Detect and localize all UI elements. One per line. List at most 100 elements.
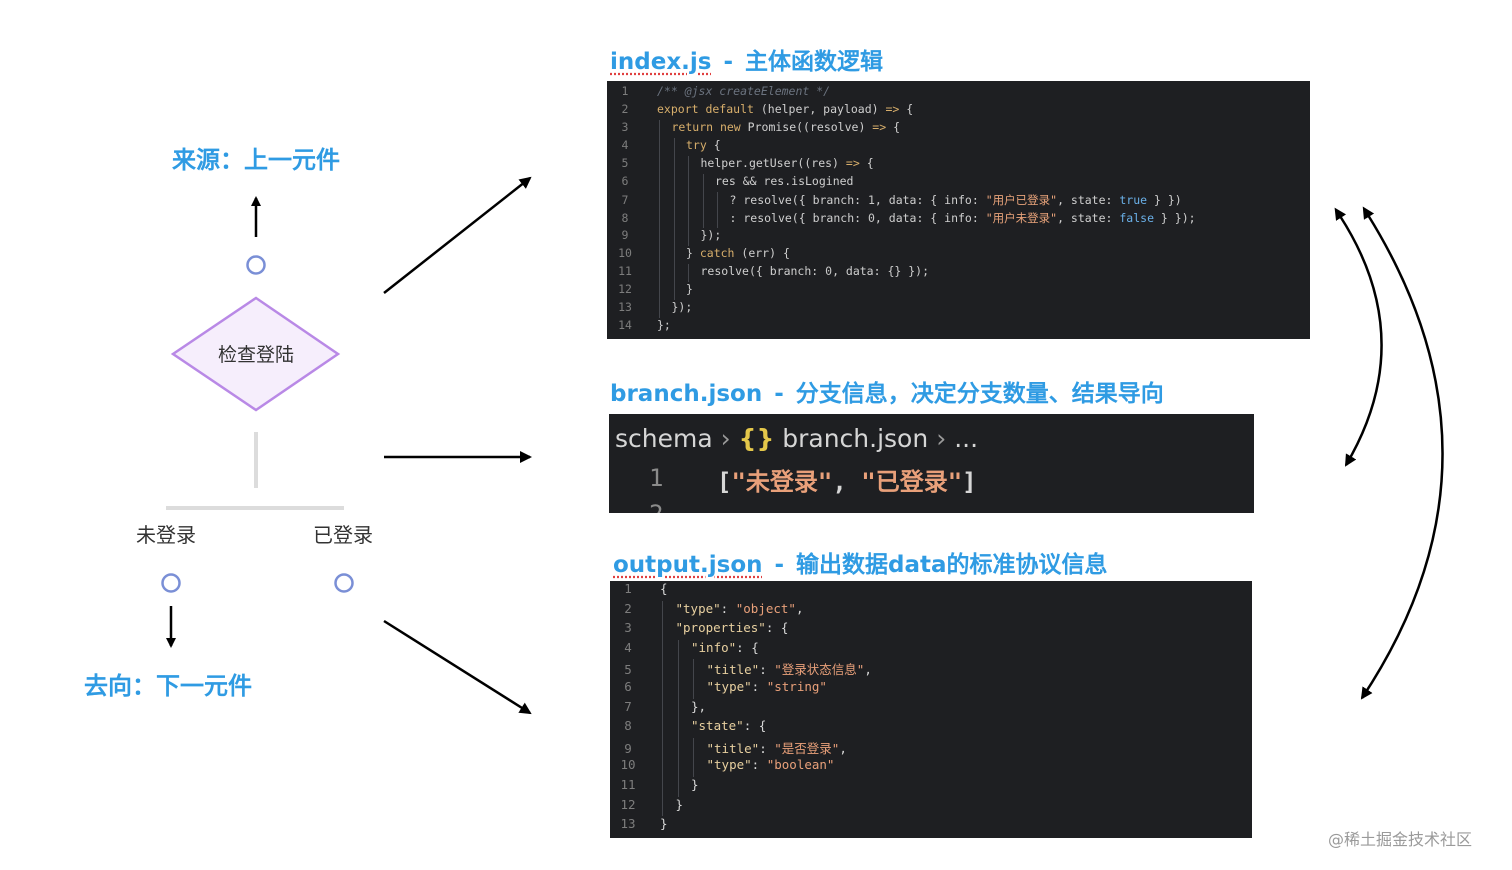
branch-title-separator: - [774, 381, 784, 407]
code-token: => [845, 156, 860, 170]
code-token: } [660, 816, 668, 832]
breadcrumb-more[interactable]: ... [954, 424, 979, 453]
code-token: , state: [1057, 193, 1120, 207]
code-token: , data: { info: [874, 211, 986, 225]
json-braces-icon: {} [738, 424, 775, 453]
code-line: 7? resolve({ branch: 1, data: { info: "用… [607, 192, 1182, 210]
code-token: }, [691, 698, 707, 714]
code-text: } [643, 282, 693, 296]
code-token: "type" [675, 600, 721, 616]
code-text: resolve({ branch: 0, data: {} }); [643, 264, 930, 278]
indent-guide [702, 174, 704, 228]
top-port-circle [246, 255, 266, 275]
left-branch-port [161, 573, 181, 593]
branch-line-number: 1 [649, 464, 664, 492]
code-token: => [885, 102, 900, 116]
code-token: 0 [867, 211, 875, 225]
indent-guide [717, 192, 718, 228]
branch-title-desc: 分支信息，决定分支数量、结果导向 [795, 381, 1164, 407]
code-text: helper.getUser((res) => { [643, 156, 874, 170]
line-number: 8 [621, 211, 629, 225]
code-token: "type" [706, 679, 752, 694]
code-token: : [720, 600, 736, 616]
code-line: 13}); [607, 300, 692, 318]
code-token: : [751, 757, 767, 773]
code-text: "type": "boolean" [646, 757, 835, 773]
branch-right-label: 已登录 [313, 523, 373, 547]
code-token: : { [743, 718, 767, 734]
code-token: : resolve({ branch: [729, 211, 868, 225]
line-number: 13 [618, 300, 632, 314]
line-number: 5 [624, 662, 632, 678]
code-text: : resolve({ branch: 0, data: { info: "用户… [643, 210, 1196, 226]
breadcrumb: schema›{} branch.json›... [615, 424, 978, 453]
output-panel-title: output.json-输出数据data的标准协议信息 [613, 545, 1108, 579]
code-token: 1 [867, 193, 875, 207]
code-token: (err) { [734, 246, 790, 260]
code-token: } [691, 777, 699, 792]
line-number: 11 [618, 264, 632, 278]
line-number: 12 [620, 796, 636, 812]
line-number: 13 [620, 816, 636, 832]
index-title-separator: - [723, 49, 734, 75]
code-text: } [646, 777, 699, 792]
code-text: "title": "是否登录", [646, 738, 847, 757]
code-token: "info" [691, 639, 737, 655]
line-number: 14 [618, 318, 632, 332]
code-text: "info": { [646, 640, 759, 655]
code-line: 10} catch (err) { [607, 246, 790, 264]
line-number: 1 [621, 84, 629, 98]
line-number: 6 [621, 174, 629, 188]
chevron-right-icon: › [936, 424, 947, 453]
code-line: 8 : resolve({ branch: 0, data: { info: "用… [607, 210, 1196, 228]
code-token: true [1119, 193, 1148, 207]
index-title-desc: 主体函数逻辑 [745, 49, 884, 75]
code-text: { [646, 581, 668, 596]
code-token: : { [736, 639, 759, 655]
chevron-right-icon: › [720, 424, 731, 453]
line-number: 7 [621, 193, 629, 207]
line-number: 10 [618, 246, 632, 260]
code-token: , data: {} }); [832, 264, 929, 278]
code-line: 13} [610, 816, 668, 836]
branch-code-panel: schema›{} branch.json›... 1 ["未登录", "已登录… [609, 414, 1254, 513]
indent-guide [677, 639, 679, 797]
dest-label: 去向：下一元件 [84, 672, 252, 700]
output-title-separator: - [774, 552, 785, 578]
code-token: }; [657, 318, 671, 332]
code-text: "type": "object", [646, 600, 804, 616]
index-file-name: index.js [610, 49, 712, 75]
breadcrumb-schema[interactable]: schema [615, 424, 713, 453]
line-number: 10 [620, 757, 636, 773]
line-number: 6 [624, 679, 632, 694]
code-token: "boolean" [766, 757, 835, 773]
code-text: export default (helper, payload) => { [643, 102, 913, 116]
code-line: 7}, [610, 699, 706, 719]
code-line: 3"properties": { [610, 620, 788, 640]
code-line: 10 "type": "boolean" [610, 757, 834, 777]
line-number: 2 [624, 600, 632, 616]
code-token: { [886, 120, 901, 134]
code-token: : { [765, 620, 789, 636]
breadcrumb-file[interactable]: branch.json [782, 424, 929, 453]
code-token: ? resolve({ branch: [729, 193, 868, 207]
indent-guide [662, 600, 663, 817]
code-text: /** @jsx createElement */ [643, 84, 830, 98]
line-number: 5 [621, 156, 629, 170]
branch-value-1: "已登录" [861, 468, 963, 496]
code-token: }); [671, 300, 693, 314]
line-number: 3 [624, 620, 632, 636]
index-panel-title: index.js-主体函数逻辑 [610, 42, 883, 76]
code-token: "object" [735, 600, 796, 616]
code-token: "state" [691, 718, 744, 734]
code-token: false [1119, 211, 1154, 225]
code-token: } }); [1154, 211, 1196, 225]
indent-guide [673, 138, 675, 300]
code-line: 14}; [607, 318, 671, 336]
indent-guide [688, 156, 689, 246]
line-number: 3 [621, 120, 629, 134]
indent-guide [659, 120, 660, 318]
line-number: 11 [620, 777, 636, 792]
